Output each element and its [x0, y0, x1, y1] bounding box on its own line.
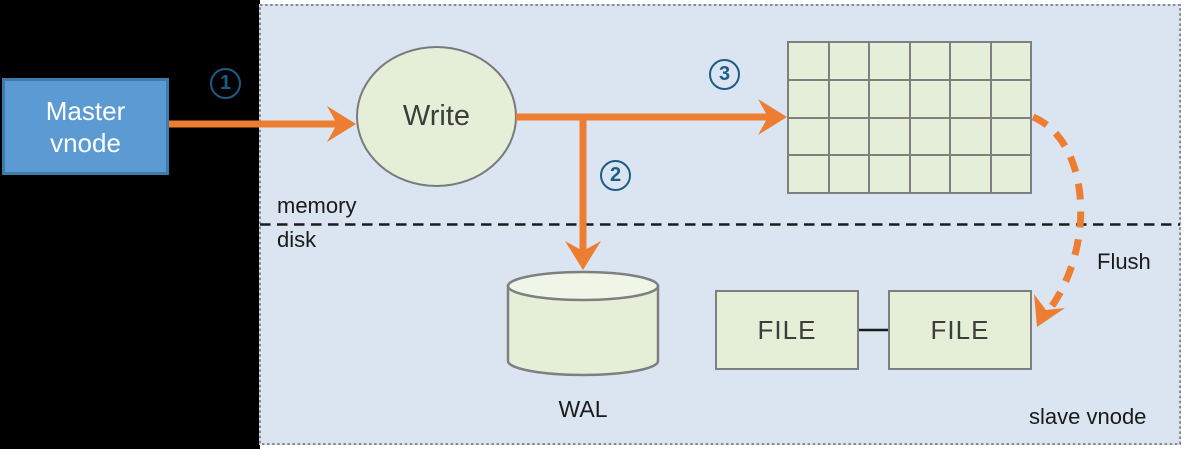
memory-label: memory [277, 193, 357, 218]
write-node-label: Write [402, 100, 471, 132]
disk-label: disk [277, 227, 317, 252]
arrow-step1-head [327, 106, 356, 142]
flush-curve-head [1034, 294, 1065, 327]
memtable-cell [991, 80, 1030, 117]
memtable-cell [951, 43, 990, 79]
memtable-cell [870, 80, 909, 117]
file-box-2-label: FILE [930, 314, 990, 345]
arrow-step2-head [565, 241, 601, 270]
slave-vnode-label: slave vnode [1029, 404, 1147, 429]
memtable-cell [870, 156, 909, 192]
arrow-step3-head [758, 99, 787, 135]
master-vnode-label-line1: Master [45, 95, 126, 126]
step-badge-3: 3 [709, 59, 740, 90]
memtable-cell [910, 80, 949, 117]
file-box-2: FILE [888, 290, 1032, 370]
master-vnode-box: Master vnode [2, 78, 169, 175]
memtable-cell [829, 156, 868, 192]
memtable-cell [910, 156, 949, 192]
memtable-cell [870, 118, 909, 155]
write-node: Write [356, 46, 517, 187]
memtable-cell [789, 80, 828, 117]
step-badge-2: 2 [600, 160, 631, 191]
step-badge-3-number: 3 [718, 63, 731, 85]
flush-curve-line [1031, 113, 1085, 308]
memtable-cell [789, 156, 828, 192]
master-vnode-label-line2: vnode [50, 127, 121, 158]
memtable-cell [829, 80, 868, 117]
memtable-cell [910, 43, 949, 79]
memtable-cell [991, 156, 1030, 192]
step-badge-1-number: 1 [219, 72, 232, 94]
memtable-cell [951, 156, 990, 192]
memtable-cell [951, 80, 990, 117]
file-box-1-label: FILE [757, 314, 817, 345]
memtable-cell [829, 118, 868, 155]
memtable-cell [829, 43, 868, 79]
memtable-cell [991, 118, 1030, 155]
memtable-cell [951, 118, 990, 155]
step-badge-1: 1 [210, 68, 241, 99]
memtable-cell [870, 43, 909, 79]
flush-label: Flush [1097, 249, 1151, 274]
file-box-1: FILE [715, 290, 859, 370]
memtable-cell [991, 43, 1030, 79]
memtable-cell [910, 118, 949, 155]
memtable-grid [787, 41, 1032, 194]
memtable-cell [789, 118, 828, 155]
memtable-cell [789, 43, 828, 79]
wal-cylinder-icon [506, 270, 660, 377]
step-badge-2-number: 2 [609, 164, 622, 186]
wal-label: WAL [558, 396, 608, 422]
